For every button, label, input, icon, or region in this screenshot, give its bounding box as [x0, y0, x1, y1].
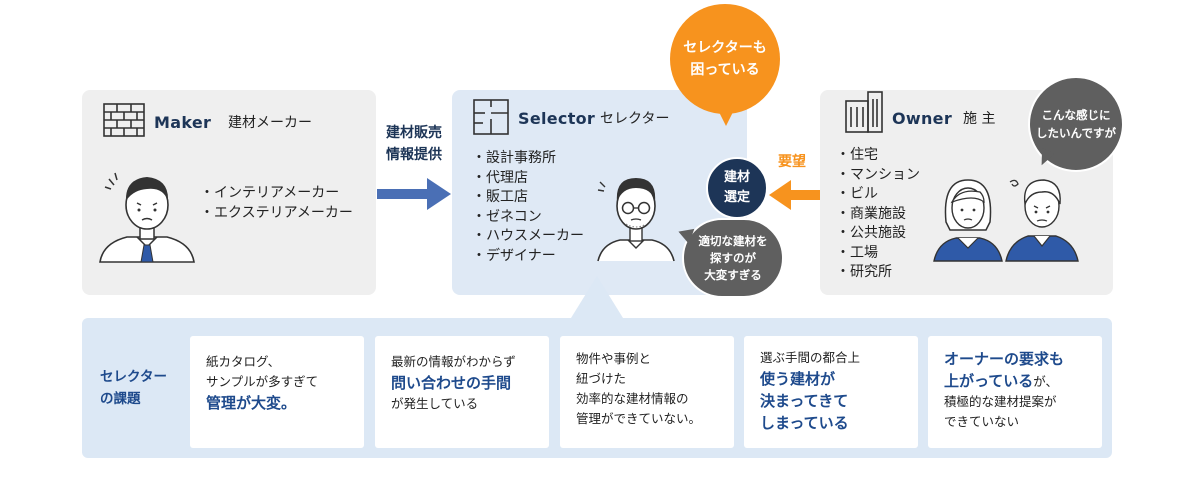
owner-speech-bubble: こんな感じに したいんですが — [1028, 76, 1124, 172]
card-highlight: 問い合わせの手間 — [391, 374, 512, 392]
selector-title: Selector — [518, 109, 596, 128]
card-text: 紙カタログ、 — [206, 354, 281, 369]
card-highlight: オーナーの要求も — [944, 350, 1065, 368]
arrow-label-line: 情報提供 — [386, 147, 442, 163]
circle-line: 建材 — [723, 170, 750, 185]
card-text: 積極的な建材提案が — [944, 394, 1057, 409]
list-item: 工場 — [836, 244, 920, 264]
challenge-card-owner-demand: オーナーの要求も 上がっているが、 積極的な建材提案が できていない — [928, 336, 1102, 448]
selector-list: 設計事務所 代理店 販工店 ゼネコン ハウスメーカー デザイナー — [472, 149, 584, 266]
right-arrow-icon — [377, 178, 451, 214]
list-item: 商業施設 — [836, 205, 920, 225]
maker-list: インテリアメーカー エクステリアメーカー — [200, 184, 353, 223]
circle-line: 選定 — [723, 190, 750, 205]
list-item: 公共施設 — [836, 224, 920, 244]
arrow-label-line: 建材販売 — [386, 125, 442, 141]
material-selection-circle: 建材 選定 — [706, 157, 768, 219]
card-highlight: しまっている — [760, 414, 849, 432]
bubble-line: 適切な建材を — [698, 233, 768, 248]
card-text: サンプルが多すぎて — [206, 374, 319, 389]
request-label: 要望 — [778, 154, 806, 170]
list-item: 代理店 — [472, 169, 584, 189]
maker-to-selector-label: 建材販売 情報提供 — [378, 122, 450, 166]
list-item: デザイナー — [472, 247, 584, 267]
building-icon — [845, 91, 883, 137]
list-item: ハウスメーカー — [472, 227, 584, 247]
list-item: ゼネコン — [472, 208, 584, 228]
list-item: インテリアメーカー — [200, 184, 353, 204]
owner-list: 住宅 マンション ビル 商業施設 公共施設 工場 研究所 — [836, 146, 920, 283]
card-text: が発生している — [391, 396, 479, 411]
bubble-line: 探すのが — [710, 250, 756, 265]
owner-subtitle: 施 主 — [963, 111, 996, 127]
maker-subtitle: 建材メーカー — [228, 115, 312, 131]
challenge-label-line: の課題 — [100, 391, 141, 407]
hard-to-find-bubble: 適切な建材を 探すのが 大変すぎる — [682, 218, 784, 298]
card-text: できていない — [944, 414, 1020, 429]
list-item: ビル — [836, 185, 920, 205]
card-highlight: 決まってきて — [760, 392, 849, 410]
card-text: 紐づけた — [576, 371, 627, 386]
selector-person-glasses-illustration — [596, 170, 676, 266]
card-highlight: 上がっている — [944, 372, 1034, 390]
list-item: 設計事務所 — [472, 149, 584, 169]
card-text: が、 — [1033, 374, 1059, 389]
list-item: 研究所 — [836, 263, 920, 283]
left-arrow-icon — [769, 180, 821, 214]
challenge-card-management: 物件や事例と 紐づけた 効率的な建材情報の 管理ができていない。 — [560, 336, 734, 448]
selector-trouble-bubble: セレクターも 困っている — [670, 4, 780, 114]
challenge-card-fixed-materials: 選ぶ手間の都合上 使う建材が 決まってきて しまっている — [744, 336, 918, 448]
floor-plan-icon — [473, 99, 509, 139]
card-text: 物件や事例と — [576, 351, 652, 366]
owner-title: Owner — [892, 109, 953, 128]
card-text: 最新の情報がわからず — [391, 354, 516, 369]
bubble-line: したいんですが — [1036, 126, 1116, 140]
card-text: 選ぶ手間の都合上 — [760, 350, 861, 365]
owner-couple-illustration — [930, 170, 1085, 266]
list-item: マンション — [836, 166, 920, 186]
bubble-line: セレクターも — [683, 40, 767, 56]
card-text: 効率的な建材情報の — [576, 391, 689, 406]
maker-person-worried-illustration — [97, 165, 197, 267]
challenge-label-line: セレクター — [100, 369, 167, 385]
list-item: エクステリアメーカー — [200, 204, 353, 224]
list-item: 住宅 — [836, 146, 920, 166]
challenge-pointer — [571, 276, 623, 318]
bubble-line: 大変すぎる — [704, 267, 762, 282]
orange-bubble-tail — [718, 110, 734, 126]
challenge-card-inquiry: 最新の情報がわからず 問い合わせの手間 が発生している — [375, 336, 549, 448]
selector-subtitle: セレクター — [600, 111, 670, 127]
maker-title: Maker — [154, 113, 212, 132]
challenge-label: セレクター の課題 — [100, 366, 167, 410]
bubble-line: 困っている — [690, 62, 760, 78]
list-item: 販工店 — [472, 188, 584, 208]
brick-wall-icon — [103, 103, 145, 141]
card-highlight: 使う建材が — [760, 370, 836, 388]
card-text: 管理ができていない。 — [576, 411, 702, 426]
bubble-line: こんな感じに — [1041, 108, 1111, 122]
challenge-card-catalog: 紙カタログ、 サンプルが多すぎて 管理が大変。 — [190, 336, 364, 448]
card-highlight: 管理が大変。 — [206, 394, 297, 412]
